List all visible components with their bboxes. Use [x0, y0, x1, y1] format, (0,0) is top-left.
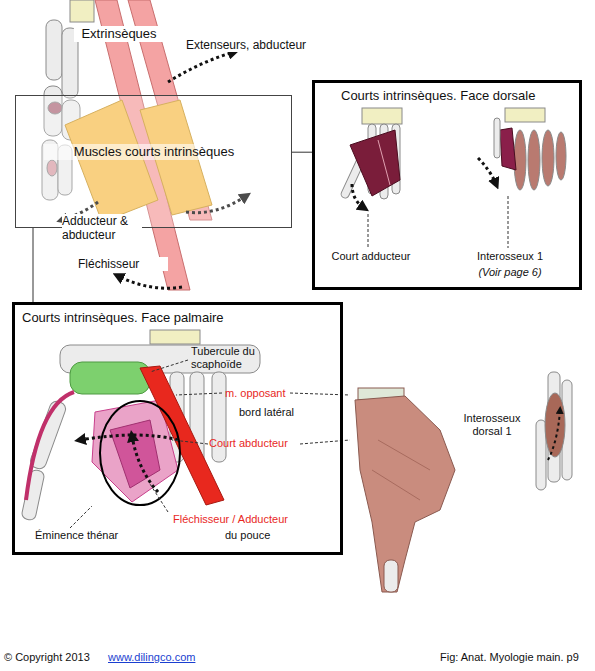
muscle-label: Interosseux 1: [460, 250, 560, 263]
dotted-arrow: [80, 435, 178, 440]
thumb-tendon: [26, 392, 74, 500]
dotted-arrow: [352, 158, 496, 208]
dotted-arrow: [352, 184, 364, 208]
dotted-arrow: [118, 276, 182, 288]
dotted-arrow: [168, 52, 234, 82]
connector-line: [33, 228, 34, 302]
intrinsic-region-box: Muscles courts intrinsèques: [15, 95, 292, 228]
thumb-tendon: [26, 392, 74, 500]
dotted-arrow: [80, 435, 178, 492]
muscle-label: Court adducteur: [316, 250, 426, 263]
thumb-muscle: [355, 388, 455, 592]
thumb-muscle: [372, 440, 430, 500]
dotted-arrow: [548, 410, 560, 460]
small-hand: [536, 420, 546, 490]
group-label: Extrinsèques: [74, 26, 164, 42]
action-label: Extenseurs, abducteur: [186, 38, 336, 52]
palmar-hand: [70, 362, 150, 394]
palmar-panel: Courts intrinsèques. Face palmaireTuberc…: [12, 302, 343, 555]
action-label: Fléchisseur: [78, 257, 168, 271]
figure-caption: Fig: Anat. Myologie main. p9: [440, 651, 595, 664]
thenar-ellipse: [100, 401, 180, 505]
region-label: Éminence thénar: [35, 529, 145, 542]
thumb-muscle: [384, 560, 398, 592]
thumb-muscle: [355, 396, 455, 592]
dorsal-hand: [378, 140, 390, 185]
muscle-label: Court abducteur: [209, 437, 309, 450]
muscle-label: Fléchisseur / Adducteur: [173, 513, 323, 526]
dotted-arrow: [548, 410, 560, 460]
palmar-hand: [150, 330, 200, 344]
muscle-label: Interosseux dorsal 1: [452, 412, 532, 438]
dorsal-hand-interossei: [494, 108, 566, 190]
dorsal-panel: Courts intrinsèques. Face dorsaleCourt a…: [312, 80, 582, 290]
small-hand: [536, 372, 572, 490]
box-background: [12, 80, 582, 555]
panel-title: Courts intrinsèques. Face palmaire: [22, 310, 332, 326]
connector-line: [292, 152, 312, 153]
structure-label: bord latéral: [239, 406, 319, 419]
leader-line: [508, 196, 509, 248]
leader-line: [172, 440, 208, 444]
dorsal-hand-interossei: [514, 130, 526, 190]
hand-bones: [46, 20, 62, 80]
leader-line: [368, 196, 508, 248]
dotted-arrow: [478, 158, 496, 184]
thenar-ellipse: [100, 401, 180, 505]
leader-line: [176, 393, 222, 395]
leader-line: [70, 360, 350, 528]
muscle-label: m. opposant: [225, 387, 305, 400]
small-hand: [545, 393, 565, 457]
hand-bones: [70, 0, 94, 22]
panel-title: Courts intrinsèques. Face dorsale: [341, 88, 571, 104]
palmar-hand: [21, 469, 45, 521]
box-background: [312, 80, 582, 290]
bone-label: Tubercule du scaphoïde: [191, 345, 271, 371]
dorsal-hand-interossei: [494, 118, 500, 158]
leader-line: [70, 506, 92, 528]
dorsal-hand-interossei: [556, 132, 566, 180]
leader-line: [368, 214, 369, 248]
dorsal-hand-interossei: [542, 130, 554, 186]
dotted-arrow: [132, 436, 158, 492]
dorsal-hand-interossei: [500, 128, 516, 170]
page-reference: (Voir page 6): [460, 266, 560, 279]
dorsal-hand: [350, 130, 400, 196]
dorsal-hand-interossei: [505, 108, 545, 122]
leader-line: [150, 360, 188, 372]
box-background: [12, 302, 343, 555]
dorsal-hand: [340, 108, 402, 199]
dorsal-hand: [362, 108, 402, 124]
muscle-label: du pouce: [225, 529, 295, 542]
action-label: Adducteur & abducteur: [62, 214, 142, 243]
region-label: Muscles courts intrinsèques: [44, 144, 264, 160]
copyright-text: © Copyright 2013: [4, 651, 109, 664]
website-link: www.dilingco.com: [108, 651, 218, 664]
leader-line: [150, 484, 168, 512]
dorsal-hand-interossei: [528, 130, 540, 190]
